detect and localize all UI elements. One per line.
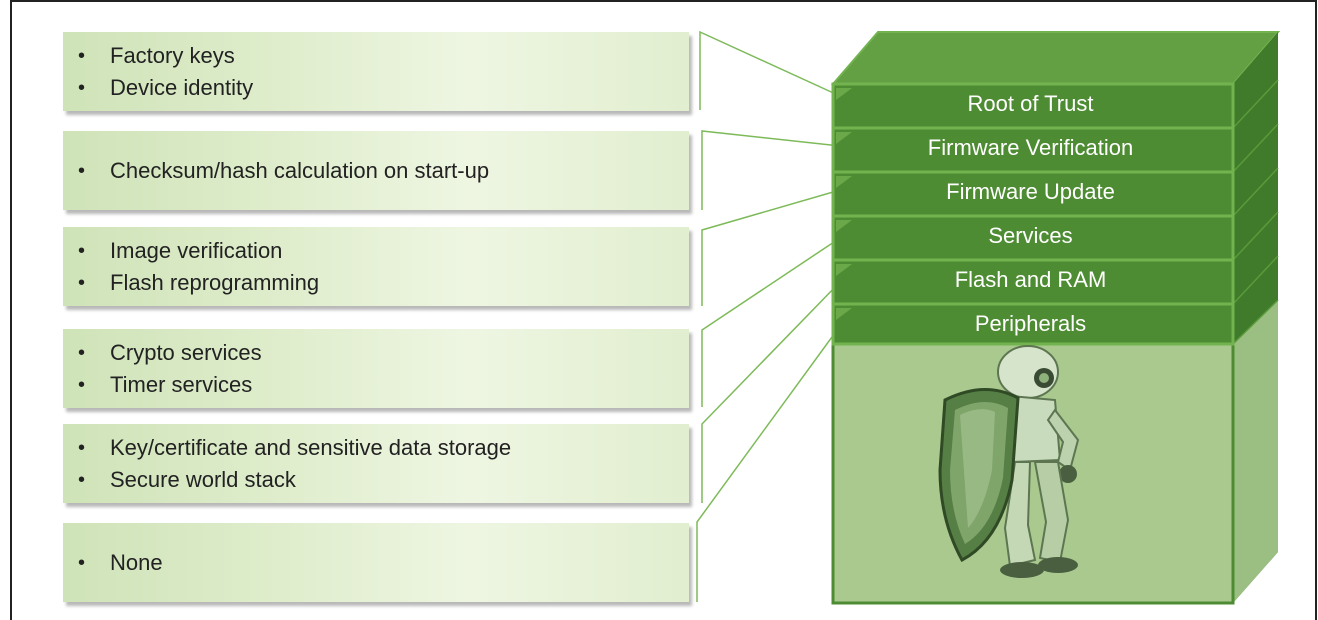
layer-label-flash-and-ram: Flash and RAM [954, 267, 1107, 292]
panel-flash-and-ram: • Key/certificate and sensitive data stor… [63, 424, 689, 503]
layer-label-peripherals: Peripherals [974, 311, 1087, 336]
bullet: • [78, 436, 86, 459]
list-item-text: Crypto services [110, 339, 262, 365]
list-item-text: Device identity [110, 74, 254, 100]
list-item-text: Image verification [110, 237, 283, 263]
bullet: • [78, 239, 86, 262]
layer-band-firmware-verification [831, 126, 1235, 174]
layer-label-firmware-update: Firmware Update [946, 179, 1115, 204]
cube-top-face [830, 31, 1281, 85]
panel-peripherals: • None [63, 523, 689, 602]
list-item: • Image verification [70, 235, 689, 267]
connector-firmware-update [701, 189, 841, 306]
diagram-frame [10, 0, 1317, 620]
bullet: • [78, 341, 86, 364]
connector-services [701, 237, 841, 407]
connector-flash-and-ram [701, 281, 841, 503]
bullet: • [78, 76, 86, 99]
list-item: • Crypto services [70, 337, 689, 369]
panel-root-of-trust: • Factory keys • Device identity [63, 32, 689, 111]
list-item: • Factory keys [70, 40, 689, 72]
list-item: • Device identity [70, 72, 689, 104]
connector-root-of-trust [699, 30, 841, 110]
layer-label-firmware-verification: Firmware Verification [927, 135, 1134, 160]
bullet: • [78, 159, 86, 182]
list-item-text: Secure world stack [110, 466, 296, 492]
bullet: • [78, 373, 86, 396]
list-item: • Timer services [70, 369, 689, 401]
bullet: • [78, 271, 86, 294]
layer-band-root-of-trust [831, 82, 1235, 130]
panel-firmware-verification: • Checksum/hash calculation on start-up [63, 131, 689, 210]
list-item: • None [70, 547, 689, 579]
bullet: • [78, 551, 86, 574]
list-item: • Secure world stack [70, 464, 689, 496]
panel-services: • Crypto services • Timer services [63, 329, 689, 408]
list-item-text: Checksum/hash calculation on start-up [110, 157, 490, 183]
connector-peripherals [696, 325, 841, 602]
bullet: • [78, 468, 86, 491]
layer-label-root-of-trust: Root of Trust [967, 91, 1094, 116]
list-item-text: None [110, 549, 163, 575]
robot-with-shield-icon [938, 345, 1080, 578]
connector-firmware-verification [701, 130, 841, 210]
list-item-text: Key/certificate and sensitive data stora… [110, 434, 512, 460]
list-item: • Checksum/hash calculation on start-up [70, 155, 689, 187]
bullet: • [78, 44, 86, 67]
list-item-text: Flash reprogramming [110, 269, 320, 295]
panel-firmware-update: • Image verification • Flash reprogramming [63, 227, 689, 306]
list-item-text: Factory keys [110, 42, 235, 68]
list-item: • Flash reprogramming [70, 267, 689, 299]
layer-band-peripherals [831, 302, 1235, 346]
layer-label-services: Services [988, 223, 1073, 248]
list-item-text: Timer services [110, 371, 253, 397]
list-item: • Key/certificate and sensitive data stor… [70, 432, 689, 464]
